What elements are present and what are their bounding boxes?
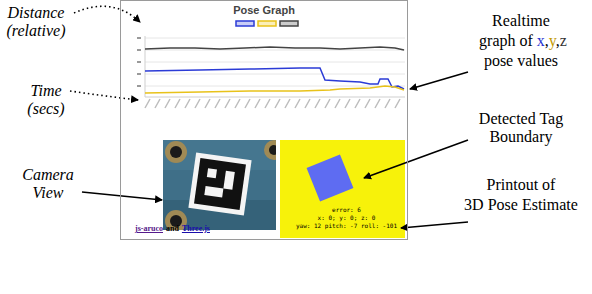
annotation-text: , xyxy=(556,32,560,49)
x-series-line xyxy=(145,68,404,89)
annotation-text: y xyxy=(549,32,556,49)
link-line: js-arucoandThree.js xyxy=(135,224,213,234)
grid-lines xyxy=(145,38,405,86)
annotation-text: Time xyxy=(14,82,78,100)
y-tick-marks xyxy=(137,38,141,86)
board-hole xyxy=(170,146,182,158)
board-hole xyxy=(269,145,276,155)
annotation-text: (secs) xyxy=(14,100,78,118)
annotation-text: graph of xyxy=(479,32,533,49)
board-hole-ring xyxy=(264,140,276,160)
pose-printout-panel: error: 6x: 0; y: 0; z: 0yaw: 12 pitch: -… xyxy=(280,140,413,238)
chart-title: Pose Graph xyxy=(121,4,407,16)
detected-tag-boundary xyxy=(307,155,354,202)
pose-printout-line: yaw: 12 pitch: -7 roll: -101 xyxy=(280,222,413,230)
pose-printout-line: error: 6 xyxy=(280,206,413,214)
dotted-pointer xyxy=(70,91,138,100)
annotation-line: graph ofx,y,z xyxy=(455,32,591,50)
x-tick-marks xyxy=(145,99,400,108)
tag-bit xyxy=(207,168,217,178)
tag-border xyxy=(188,152,251,215)
link-text: Three.js xyxy=(182,224,210,233)
legend-swatch-blue xyxy=(236,21,254,26)
leader-arrow xyxy=(410,72,468,89)
camera-view-image xyxy=(163,140,276,230)
chart-axes xyxy=(145,36,405,97)
annotation-text: Realtime xyxy=(453,12,589,30)
annotation-text: Printout of xyxy=(453,176,589,194)
aruco-tag xyxy=(188,152,251,215)
tag-bit xyxy=(223,171,234,190)
annotation-text: pose values xyxy=(453,52,589,70)
leader-arrow xyxy=(401,222,468,228)
tag-bit xyxy=(204,186,223,197)
link-text: js-aruco xyxy=(135,224,163,233)
annotation-text: Distance xyxy=(0,4,72,22)
annotation-text: Boundary xyxy=(453,128,589,146)
annotation-text: z xyxy=(560,32,567,49)
pose-printout-line: x: 0; y: 0; z: 0 xyxy=(280,214,413,222)
annotation-text: 3D Pose Estimate xyxy=(453,196,589,214)
z-series-line xyxy=(145,47,404,50)
leader-arrow xyxy=(364,140,468,178)
annotation-text: , xyxy=(545,32,549,49)
annotation-text: (relative) xyxy=(0,22,72,40)
dotted-pointer xyxy=(74,6,140,22)
annotation-text: Detected Tag xyxy=(453,110,589,128)
y-series-line xyxy=(145,86,404,93)
legend-swatch-black xyxy=(280,21,298,26)
camera-background xyxy=(163,140,276,230)
chart-grid xyxy=(145,36,405,97)
annotation-text: View xyxy=(10,184,86,202)
annotation-text: Camera xyxy=(10,166,86,184)
link-separator: and xyxy=(166,224,179,233)
chart-legend-swatches xyxy=(236,21,298,26)
screenshot-frame: error: 6x: 0; y: 0; z: 0yaw: 12 pitch: -… xyxy=(120,0,408,240)
annotation-text: x xyxy=(537,32,545,49)
board-hole-ring xyxy=(165,141,187,163)
legend-swatch-yellow xyxy=(258,21,276,26)
leader-arrow xyxy=(82,192,162,200)
tag-body xyxy=(194,158,246,210)
